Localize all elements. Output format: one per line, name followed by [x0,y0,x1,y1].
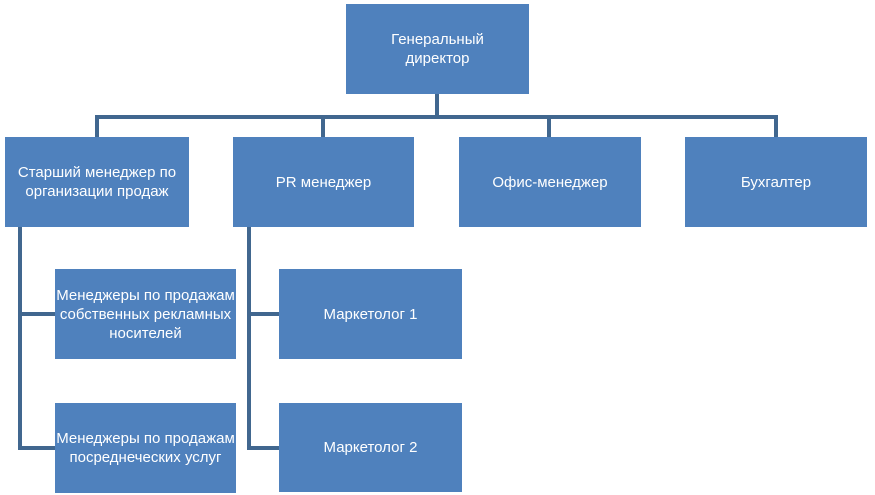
node-pr-manager: PR менеджер [233,137,414,227]
node-marketer-2: Маркетолог 2 [279,403,462,492]
node-marketer-1: Маркетолог 1 [279,269,462,359]
node-label: Старший менеджер по организации продаж [17,164,177,200]
node-senior-sales-manager: Старший менеджер по организации продаж [5,137,189,227]
node-sales-intermediary: Менеджеры по продажам посреднеческих усл… [55,403,236,493]
node-label: Менеджеры по продажам собственных реклам… [56,286,235,342]
node-office-manager: Офис-менеджер [459,137,641,227]
node-label: PR менеджер [275,173,372,191]
node-label: Маркетолог 2 [323,439,418,456]
node-label: Офис-менеджер [492,173,608,191]
node-label: Менеджеры по продажам посреднеческих усл… [56,430,235,466]
node-label: Генеральный директор [391,31,484,67]
node-general-director: Генеральный директор [346,4,529,94]
node-label: Бухгалтер [740,173,812,191]
node-accountant: Бухгалтер [685,137,867,227]
node-label: Маркетолог 1 [323,305,418,323]
node-sales-own-media: Менеджеры по продажам собственных реклам… [55,269,236,359]
